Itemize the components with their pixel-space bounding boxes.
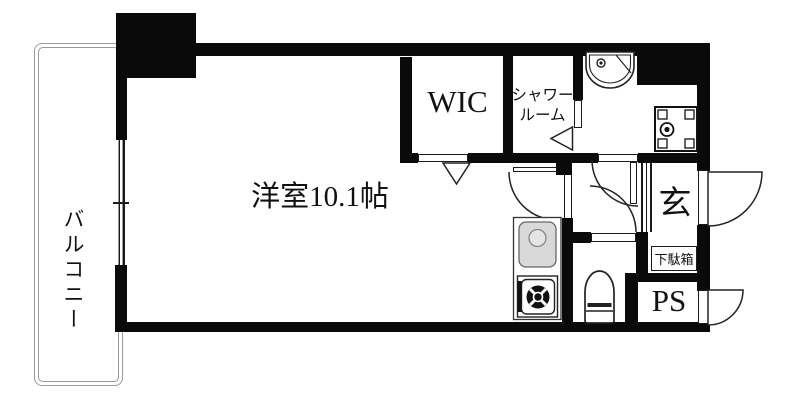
wall-horizontal-c <box>638 153 710 163</box>
wall-block-top-right <box>637 43 697 85</box>
entrance-step-line-2 <box>645 163 647 232</box>
main-room-label: 洋室10.1帖 <box>251 181 389 213</box>
wall-wic-left <box>400 57 412 163</box>
wall-left-upper <box>116 78 127 140</box>
wall-toilet-top-left <box>562 232 591 243</box>
wall-toilet-top-right <box>636 232 648 273</box>
wall-kitchen-toilet <box>562 218 573 322</box>
shoe-cabinet-label: 下駄箱 <box>654 252 694 267</box>
pipe-space-label: PS <box>651 283 687 318</box>
wall-ps-left <box>625 282 638 322</box>
shower-door-icon <box>549 125 574 152</box>
entrance-label: 玄 <box>658 186 692 222</box>
washbasin-icon <box>585 51 635 89</box>
shower-room-label-line2: ルーム <box>519 107 566 125</box>
kitchen-doorway-jamb-2 <box>570 175 572 218</box>
gas-stove-icon <box>516 275 559 318</box>
washroom-door-arc <box>591 159 639 207</box>
washroom-door-leaf <box>598 154 638 162</box>
shoe-cabinet: 下駄箱 <box>651 246 697 271</box>
kitchen-door-arc <box>508 171 558 221</box>
wall-pillar-top-left <box>116 13 196 78</box>
toilet-icon <box>584 270 615 324</box>
wic-label: WIC <box>427 84 488 119</box>
kitchen-door-open-leaf <box>513 167 557 172</box>
balcony-label: バルコニー <box>61 207 85 333</box>
wall-bottom <box>115 322 710 332</box>
wall-shower-washroom <box>573 43 583 100</box>
wic-folding-door-icon <box>441 162 472 186</box>
balcony-outline-outer <box>34 43 123 386</box>
kitchen-doorway-jamb-1 <box>563 175 565 218</box>
wall-wic-shower <box>503 43 513 163</box>
toilet-door-arc <box>589 185 637 233</box>
toilet-door-leaf <box>591 233 636 242</box>
wic-door-leaf <box>418 154 468 162</box>
entrance-door-arc <box>707 171 763 227</box>
window-center-tick <box>113 202 129 204</box>
wall-horizontal-a <box>400 153 418 163</box>
entrance-step-line-1 <box>641 163 643 232</box>
shower-room-label: シャワー ルーム <box>509 86 576 126</box>
washing-machine-pan-icon <box>654 106 698 152</box>
wall-horizontal-b <box>468 153 598 163</box>
wall-right-upper <box>697 43 710 171</box>
shower-room-label-line1: シャワー <box>511 87 574 104</box>
ps-door-arc <box>707 289 744 326</box>
wall-junction-block <box>556 153 572 175</box>
shower-door-leaf <box>573 100 582 128</box>
washroom-door-open-leaf <box>630 162 637 204</box>
entrance-step-line-3 <box>650 163 652 232</box>
wall-ps-top <box>625 273 710 282</box>
wall-left-lower <box>115 265 127 323</box>
